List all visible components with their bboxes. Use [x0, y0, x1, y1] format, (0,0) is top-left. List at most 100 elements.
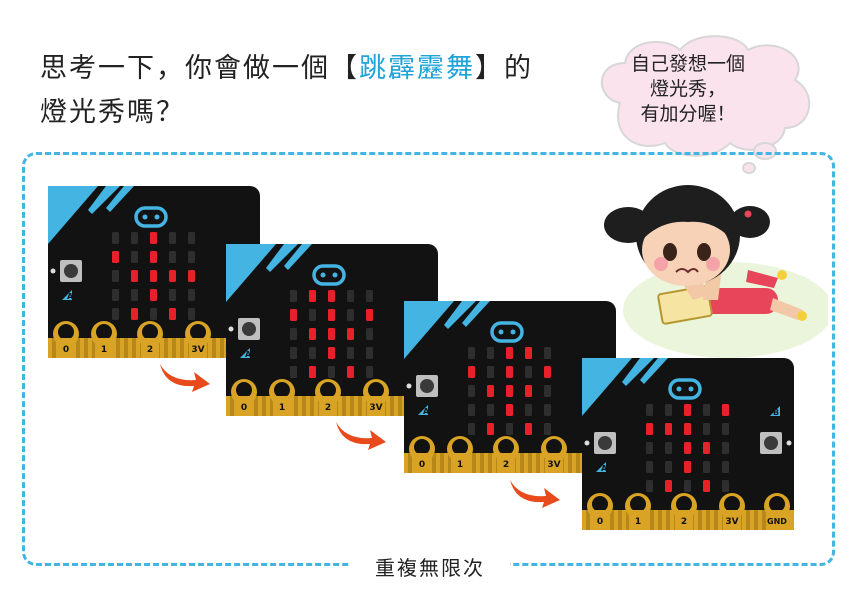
led-off: [544, 404, 551, 416]
footer-backdrop: [350, 548, 510, 584]
led-off: [487, 404, 494, 416]
led-off: [188, 289, 195, 301]
led-on: [506, 385, 513, 397]
led-on: [131, 270, 138, 282]
microbit-logo-icon: [312, 264, 346, 286]
pin-label: 3V: [547, 460, 560, 470]
pin-label: 2: [325, 403, 331, 413]
corner-stripe: [284, 244, 312, 270]
bubble-line-2: 燈光秀，: [649, 78, 726, 100]
led-off: [169, 232, 176, 244]
led-on: [525, 423, 532, 435]
led-off: [525, 366, 532, 378]
led-off: [347, 347, 354, 359]
led-off: [366, 328, 373, 340]
led-off: [366, 347, 373, 359]
led-off: [309, 347, 316, 359]
led-on: [150, 251, 157, 263]
led-off: [487, 347, 494, 359]
led-off: [468, 347, 475, 359]
led-off: [665, 404, 672, 416]
led-on: [328, 347, 335, 359]
led-on: [684, 423, 691, 435]
led-off: [684, 480, 691, 492]
led-off: [131, 232, 138, 244]
led-off: [112, 289, 119, 301]
microbit-logo-icon: [668, 378, 702, 400]
led-off: [665, 442, 672, 454]
led-off: [703, 404, 710, 416]
led-off: [188, 251, 195, 263]
led-off: [703, 423, 710, 435]
button-a-label: A: [67, 292, 74, 301]
led-off: [328, 366, 335, 378]
question-line-2: 燈光秀嗎？: [40, 97, 185, 128]
pin-label: 1: [279, 403, 285, 413]
led-on: [169, 270, 176, 282]
led-off: [487, 366, 494, 378]
pin-label: 2: [147, 345, 153, 355]
led-on: [328, 309, 335, 321]
led-off: [188, 308, 195, 320]
led-off: [468, 404, 475, 416]
led-on: [684, 404, 691, 416]
led-off: [188, 232, 195, 244]
led-off: [544, 385, 551, 397]
led-on: [309, 328, 316, 340]
corner-stripe: [88, 186, 120, 214]
corner-stripe: [266, 244, 298, 272]
led-off: [525, 404, 532, 416]
led-on: [328, 328, 335, 340]
button-a-marker-icon: [596, 462, 606, 472]
repeat-forever-label: 重複無限次: [375, 556, 485, 580]
corner-stripe: [48, 186, 98, 244]
led-off: [646, 461, 653, 473]
led-on: [646, 423, 653, 435]
led-on: [506, 404, 513, 416]
led-off: [169, 289, 176, 301]
led-on: [169, 308, 176, 320]
corner-stripe: [462, 301, 490, 327]
button-a-label: A: [245, 350, 252, 359]
led-on: [703, 442, 710, 454]
arrow-icon: [160, 364, 210, 392]
question-prefix: 思考一下，你會做一個【: [40, 53, 359, 84]
pin-label: 1: [635, 517, 641, 527]
girl-illustration: [604, 185, 828, 358]
microbit-logo-icon: [134, 206, 168, 228]
led-off: [290, 347, 297, 359]
led-off: [544, 347, 551, 359]
question-highlight: 跳霹靂舞: [359, 53, 475, 84]
led-off: [347, 309, 354, 321]
led-on: [487, 423, 494, 435]
pin-label: 0: [597, 517, 603, 527]
led-on: [131, 308, 138, 320]
led-on: [328, 290, 335, 302]
led-off: [112, 232, 119, 244]
led-off: [506, 423, 513, 435]
microbit-logo-icon: [490, 321, 524, 343]
led-on: [684, 442, 691, 454]
corner-stripe: [640, 358, 668, 384]
led-on: [309, 290, 316, 302]
corner-stripe: [622, 358, 654, 386]
corner-stripe: [444, 301, 476, 329]
led-off: [468, 385, 475, 397]
led-off: [112, 270, 119, 282]
button-a-marker-icon: [62, 290, 72, 300]
arrow-icon: [336, 422, 386, 450]
led-on: [665, 480, 672, 492]
led-off: [150, 308, 157, 320]
pin-label: 2: [681, 517, 687, 527]
button-a-marker-icon: [240, 348, 250, 358]
led-on: [150, 270, 157, 282]
button-a-label: A: [601, 464, 608, 473]
pin-label: 3V: [725, 517, 738, 527]
led-off: [169, 251, 176, 263]
led-off: [290, 366, 297, 378]
led-off: [722, 442, 729, 454]
led-on: [703, 480, 710, 492]
led-on: [347, 366, 354, 378]
